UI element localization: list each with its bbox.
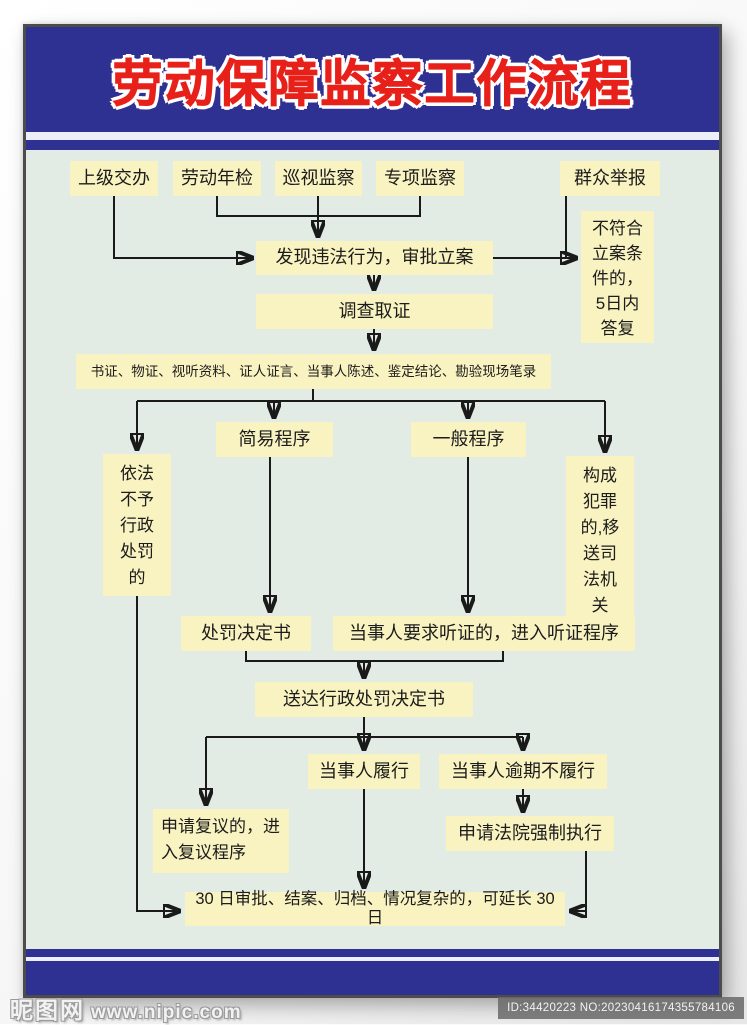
- poster: 劳动保障监察工作流程: [23, 24, 722, 998]
- flow-connectors: [113, 196, 719, 949]
- watermark-id-badge: ID:34420223 NO:20230416174355784106: [498, 997, 744, 1019]
- poster-title: 劳动保障监察工作流程: [112, 55, 633, 112]
- watermark-logo: 昵图网 www.nipic.com: [10, 991, 242, 1025]
- node-hearing: 当事人要求听证的，进入听证程序: [333, 616, 635, 651]
- node-overdue: 当事人逾期不履行: [439, 754, 607, 789]
- node-public-report: 群众举报: [560, 161, 660, 196]
- flowchart-canvas: 上级交办 劳动年检 巡视监察 专项监察 群众举报 不符合立案条件的，5日内答复 …: [26, 150, 719, 949]
- node-penalty-doc: 处罚决定书: [181, 616, 311, 651]
- node-evidence: 书证、物证、视听资料、证人证言、当事人陈述、鉴定结论、勘验现场笔录: [76, 354, 551, 389]
- header-band: 劳动保障监察工作流程: [26, 27, 719, 132]
- footer-band: [26, 961, 719, 995]
- connector: [136, 596, 179, 911]
- connector: [245, 651, 504, 662]
- top-stripe: [26, 140, 719, 150]
- node-patrol: 巡视监察: [275, 161, 362, 196]
- node-reject-reply: 不符合立案条件的，5日内答复: [581, 211, 654, 343]
- node-investigate: 调查取证: [256, 294, 493, 329]
- watermark-id-text: ID:34420223 NO:20230416174355784106: [507, 1002, 735, 1014]
- watermark-site-url: www.nipic.com: [91, 1002, 242, 1023]
- node-enforce: 申请法院强制执行: [446, 816, 614, 851]
- node-superior: 上级交办: [70, 161, 158, 196]
- footer-gap: [26, 957, 719, 961]
- node-performs: 当事人履行: [308, 754, 420, 789]
- node-general-proc: 一般程序: [411, 422, 526, 457]
- connector: [571, 851, 587, 911]
- bottom-stripe: [26, 949, 719, 957]
- node-simple-proc: 简易程序: [216, 422, 333, 457]
- node-annual-check: 劳动年检: [173, 161, 261, 196]
- header-gap: [26, 132, 719, 140]
- node-crime-transfer: 构成犯罪的,移送司法机关: [566, 456, 634, 618]
- node-deliver: 送达行政处罚决定书: [255, 682, 473, 717]
- node-no-penalty: 依法不予行政处罚的: [103, 454, 171, 596]
- connector: [113, 196, 252, 258]
- node-discover-file: 发现违法行为，审批立案: [256, 241, 493, 275]
- node-review: 申请复议的，进入复议程序: [153, 809, 289, 873]
- node-special: 专项监察: [376, 161, 464, 196]
- watermark-site-name: 昵图网: [10, 997, 85, 1023]
- node-close-case: 30 日审批、结案、归档、情况复杂的，可延长 30 日: [185, 890, 565, 927]
